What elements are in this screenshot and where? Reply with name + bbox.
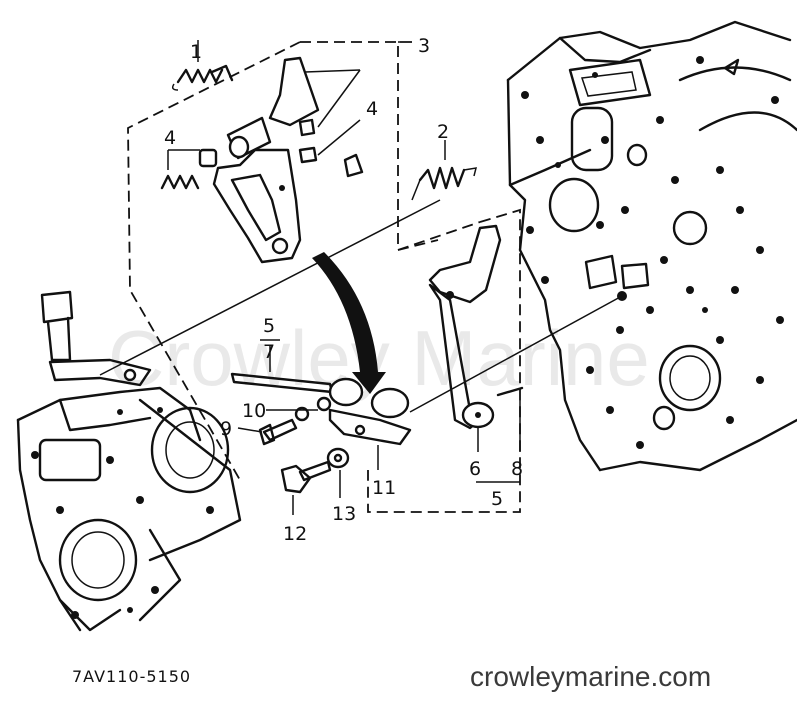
- bolt-9: [258, 406, 310, 446]
- callout-11: 11: [372, 477, 396, 499]
- callout-7: 7: [263, 341, 275, 363]
- callout-9: 9: [220, 418, 232, 440]
- callout-13: 13: [332, 503, 356, 525]
- callout-6: 6: [469, 458, 481, 480]
- direction-arrow: [312, 252, 386, 394]
- callout-4-right: 4: [366, 98, 378, 120]
- engine-block: [506, 20, 797, 472]
- washer-13: [326, 447, 350, 469]
- callout-3: 3: [418, 35, 430, 57]
- assembly-outline: [127, 41, 521, 513]
- callout-1: 1: [190, 41, 202, 63]
- bolt-12: [280, 460, 332, 494]
- callout-5-bottom: 5: [491, 488, 503, 510]
- callout-8: 8: [511, 458, 523, 480]
- spring-2: [411, 140, 478, 201]
- watermark: Crowley Marine: [108, 314, 650, 402]
- callout-5-top: 5: [263, 315, 275, 337]
- nut-10: [316, 396, 332, 412]
- gear-housing: [16, 386, 242, 632]
- shift-bracket: [40, 290, 152, 387]
- alignment-line: [99, 199, 441, 376]
- part-code: 7AV110-5150: [72, 667, 191, 686]
- callout-4-left: 4: [164, 127, 176, 149]
- site-url: crowleymarine.com: [470, 661, 711, 692]
- spring-1: [171, 40, 234, 91]
- callout-2: 2: [437, 121, 449, 143]
- callout-10: 10: [242, 400, 266, 422]
- callout-12: 12: [283, 523, 307, 545]
- shift-arm: [428, 224, 524, 452]
- shift-shaft: [230, 372, 412, 446]
- leader-lines: [237, 41, 520, 515]
- alignment-line: [409, 295, 623, 413]
- shift-lever: [212, 56, 364, 264]
- callouts: 1 2 3 4 4 5 7 10 9 11 6 8 5 12 13: [164, 35, 523, 545]
- spring-4: [160, 148, 218, 190]
